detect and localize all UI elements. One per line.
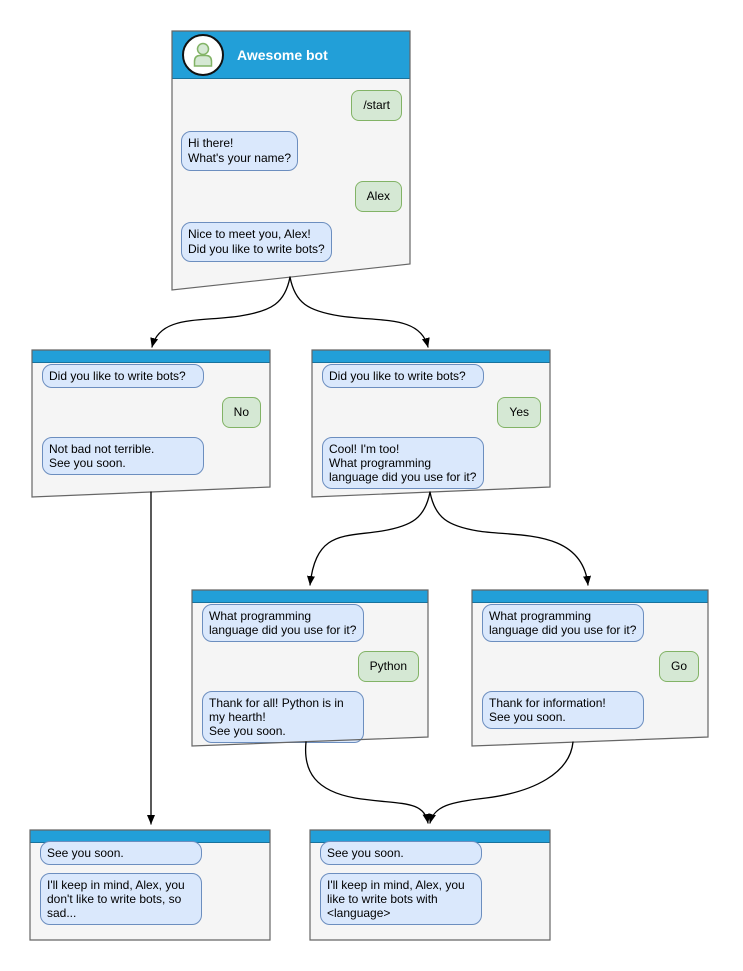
chat-window-python-branch: What programming language did you use fo…	[192, 590, 428, 743]
bot-message-bubble: Nice to meet you, Alex! Did you like to …	[181, 222, 332, 262]
user-message-bubble: /start	[351, 90, 402, 121]
bot-message-bubble: What programming language did you use fo…	[482, 604, 644, 642]
user-message-bubble: Go	[658, 651, 699, 682]
window-header	[312, 350, 550, 363]
connector-main-to-no	[150, 276, 291, 348]
bot-message-bubble: Hi there! What's your name?	[181, 131, 299, 171]
bot-avatar-icon	[182, 33, 224, 76]
bot-message-bubble: What programming language did you use fo…	[202, 604, 364, 642]
message-list: /start Hi there! What's your name? Alex …	[172, 79, 410, 262]
bot-message-bubble: Did you like to write bots?	[322, 364, 484, 388]
chat-window-end-no: See you soon. I'll keep in mind, Alex, y…	[30, 830, 270, 925]
message-list: See you soon. I'll keep in mind, Alex, y…	[30, 841, 270, 925]
bot-message-bubble: Did you like to write bots?	[42, 364, 204, 388]
message-list: See you soon. I'll keep in mind, Alex, y…	[310, 841, 550, 925]
message-list: What programming language did you use fo…	[472, 603, 708, 729]
window-header	[192, 590, 428, 603]
connector-python-to-end-yes	[304, 741, 431, 824]
message-list: What programming language did you use fo…	[192, 603, 428, 743]
user-message-bubble: Yes	[497, 397, 541, 428]
message-list: Did you like to write bots? Yes Cool! I'…	[312, 363, 550, 489]
connector-go-to-end-yes	[428, 741, 574, 824]
user-message-bubble: No	[221, 397, 261, 428]
chat-window-main: Awesome bot /start Hi there! What's your…	[172, 31, 410, 262]
chat-window-no-branch: Did you like to write bots? No Not bad n…	[32, 350, 270, 475]
bot-message-bubble: Thank for information! See you soon.	[482, 691, 644, 729]
bot-message-bubble: Thank for all! Python is in my hearth! S…	[202, 691, 364, 743]
bot-message-bubble: See you soon.	[40, 841, 202, 865]
chat-window-yes-branch: Did you like to write bots? Yes Cool! I'…	[312, 350, 550, 489]
window-header	[32, 350, 270, 363]
message-list: Did you like to write bots? No Not bad n…	[32, 363, 270, 475]
chat-window-go-branch: What programming language did you use fo…	[472, 590, 708, 729]
bot-message-bubble: I'll keep in mind, Alex, you don't like …	[40, 873, 202, 925]
person-icon	[193, 42, 213, 67]
connector-main-to-yes	[289, 276, 430, 348]
bot-message-bubble: See you soon.	[320, 841, 482, 865]
bot-message-bubble: Not bad not terrible. See you soon.	[42, 437, 204, 475]
connector-yes-to-go	[429, 491, 592, 586]
window-title: Awesome bot	[237, 46, 328, 63]
window-header: Awesome bot	[172, 31, 410, 79]
user-message-bubble: Alex	[354, 181, 402, 212]
user-message-bubble: Python	[357, 651, 419, 682]
window-header	[472, 590, 708, 603]
chat-window-end-yes: See you soon. I'll keep in mind, Alex, y…	[310, 830, 550, 925]
connector-yes-to-python	[307, 491, 431, 586]
bot-message-bubble: Cool! I'm too! What programming language…	[322, 437, 484, 489]
bot-message-bubble: I'll keep in mind, Alex, you like to wri…	[320, 873, 482, 925]
